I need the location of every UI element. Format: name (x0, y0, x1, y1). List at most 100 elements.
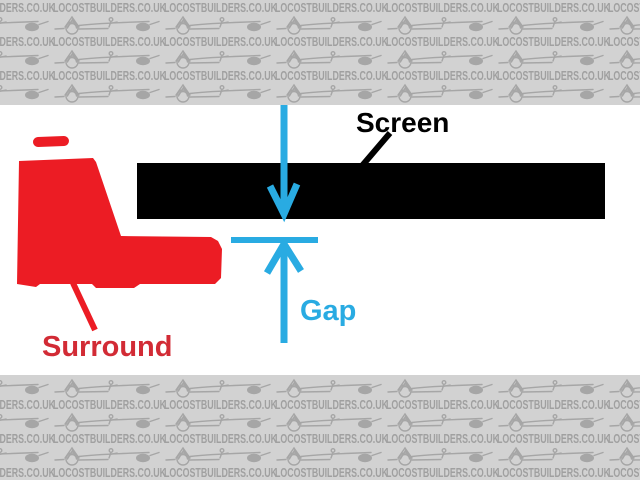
watermark-text: LOCOSTBUILDERS.CO.UK (53, 69, 166, 82)
watermark-text-label: LOCOSTBUILDERS.CO.UK (608, 68, 640, 83)
watermark-text-label: LOCOSTBUILDERS.CO.UK (497, 397, 610, 412)
watermark-text-label: LOCOSTBUILDERS.CO.UK (53, 465, 166, 480)
watermark-logo (164, 411, 275, 432)
watermark-row: LOCOSTBUILDERS.CO.UKLOCOSTBUILDERS.CO.UK… (0, 1, 640, 14)
watermark-text: LOCOSTBUILDERS.CO.UK (164, 34, 277, 49)
watermark-text-label: LOCOSTBUILDERS.CO.UK (497, 68, 610, 83)
watermark-logo (497, 82, 608, 103)
watermark-logo (275, 377, 386, 398)
watermark-logo (386, 445, 497, 466)
locost-car-logo-icon (54, 49, 160, 69)
watermark-logo (275, 411, 386, 432)
watermark-text-label: LOCOSTBUILDERS.CO.UK (164, 34, 277, 49)
watermark-row (0, 411, 640, 432)
locost-car-logo-icon (609, 412, 640, 432)
watermark-text: LOCOSTBUILDERS.CO.UK (0, 466, 55, 479)
watermark-text: LOCOSTBUILDERS.CO.UK (53, 0, 166, 15)
surround-label: Surround (42, 331, 173, 363)
watermark-text-label: LOCOSTBUILDERS.CO.UK (608, 103, 640, 106)
watermark-logo (164, 445, 275, 466)
watermark-text-label: LOCOSTBUILDERS.CO.UK (275, 103, 388, 106)
locost-car-logo-icon (0, 448, 49, 463)
screen-callout-line (358, 131, 393, 169)
watermark-text: LOCOSTBUILDERS.CO.UK (164, 68, 277, 83)
watermark-logo (164, 377, 275, 398)
watermark-logo (0, 377, 53, 398)
watermark-text-label: LOCOSTBUILDERS.CO.UK (53, 397, 166, 412)
watermark-logo (386, 82, 497, 103)
watermark-text: LOCOSTBUILDERS.CO.UK (386, 69, 499, 82)
watermark-text-label: LOCOSTBUILDERS.CO.UK (164, 68, 277, 83)
watermark-text: LOCOSTBUILDERS.CO.UK (275, 432, 388, 445)
watermark-logo (497, 48, 608, 69)
watermark-logo (608, 445, 640, 466)
watermark-logo (53, 377, 164, 398)
locost-car-logo-icon (165, 412, 271, 432)
watermark-text: LOCOSTBUILDERS.CO.UK (497, 432, 610, 445)
watermark-logo (0, 445, 53, 466)
watermark-logo (0, 14, 53, 35)
locost-car-logo-icon (165, 83, 271, 103)
locost-car-logo-icon (276, 412, 382, 432)
locost-car-logo-icon (54, 446, 160, 466)
watermark-text-label: LOCOSTBUILDERS.CO.UK (0, 68, 55, 83)
watermark-text: LOCOSTBUILDERS.CO.UK (386, 103, 499, 106)
watermark-row (0, 377, 640, 398)
watermark-text-label: LOCOSTBUILDERS.CO.UK (164, 397, 277, 412)
watermark-logo (275, 48, 386, 69)
watermark-text-label: LOCOSTBUILDERS.CO.UK (497, 0, 610, 15)
watermark-logo (497, 411, 608, 432)
watermark-text-label: LOCOSTBUILDERS.CO.UK (275, 68, 388, 83)
watermark-text-label: LOCOSTBUILDERS.CO.UK (164, 103, 277, 106)
watermark-text: LOCOSTBUILDERS.CO.UK (386, 432, 499, 445)
watermark-text-label: LOCOSTBUILDERS.CO.UK (386, 465, 499, 480)
watermark-logo (53, 48, 164, 69)
screen-label: Screen (356, 107, 450, 138)
watermark-text-label: LOCOSTBUILDERS.CO.UK (608, 397, 640, 412)
watermark-row: LOCOSTBUILDERS.CO.UKLOCOSTBUILDERS.CO.UK… (0, 103, 640, 106)
watermark-text: LOCOSTBUILDERS.CO.UK (497, 0, 610, 15)
surround-paint-stroke (33, 136, 69, 147)
watermark-logo (53, 82, 164, 103)
watermark-text: LOCOSTBUILDERS.CO.UK (0, 35, 55, 48)
watermark-logo (386, 411, 497, 432)
watermark-text-label: LOCOSTBUILDERS.CO.UK (53, 34, 166, 49)
watermark-text-label: LOCOSTBUILDERS.CO.UK (164, 465, 277, 480)
watermark-row (0, 48, 640, 69)
up-arrow-icon (263, 237, 304, 343)
watermark-text-label: LOCOSTBUILDERS.CO.UK (386, 103, 499, 106)
watermark-text: LOCOSTBUILDERS.CO.UK (497, 68, 610, 83)
watermark-text-label: LOCOSTBUILDERS.CO.UK (53, 0, 166, 15)
watermark-text: LOCOSTBUILDERS.CO.UK (386, 35, 499, 48)
surround-callout-line (70, 281, 98, 332)
watermark-row (0, 82, 640, 103)
watermark-logo (53, 411, 164, 432)
locost-car-logo-icon (276, 15, 382, 35)
watermark-row (0, 14, 640, 35)
watermark-text-label: LOCOSTBUILDERS.CO.UK (497, 34, 610, 49)
locost-car-logo-icon (165, 446, 271, 466)
watermark-text: LOCOSTBUILDERS.CO.UK (497, 466, 610, 479)
watermark-row (0, 445, 640, 466)
watermark-logo (0, 48, 53, 69)
watermark-text: LOCOSTBUILDERS.CO.UK (53, 103, 166, 106)
locost-car-logo-icon (276, 83, 382, 103)
watermark-row: LOCOSTBUILDERS.CO.UKLOCOSTBUILDERS.CO.UK… (0, 432, 640, 445)
locost-car-logo-icon (498, 378, 604, 398)
watermark-text-label: LOCOSTBUILDERS.CO.UK (0, 103, 55, 106)
watermark-text-label: LOCOSTBUILDERS.CO.UK (53, 431, 166, 446)
watermark-text: LOCOSTBUILDERS.CO.UK (608, 69, 640, 82)
watermark-text: LOCOSTBUILDERS.CO.UK (0, 103, 55, 106)
watermark-text: LOCOSTBUILDERS.CO.UK (0, 432, 55, 445)
watermark-text-label: LOCOSTBUILDERS.CO.UK (608, 0, 640, 15)
watermark-text: LOCOSTBUILDERS.CO.UK (275, 466, 388, 479)
locost-car-logo-icon (387, 49, 493, 69)
watermark-logo (386, 48, 497, 69)
watermark-logo (164, 48, 275, 69)
watermark-text-label: LOCOSTBUILDERS.CO.UK (386, 0, 499, 15)
locost-car-logo-icon (165, 49, 271, 69)
watermark-text-label: LOCOSTBUILDERS.CO.UK (497, 103, 610, 106)
watermark-text: LOCOSTBUILDERS.CO.UK (164, 465, 277, 480)
locost-car-logo-icon (387, 15, 493, 35)
watermark-text: LOCOSTBUILDERS.CO.UK (608, 398, 640, 411)
